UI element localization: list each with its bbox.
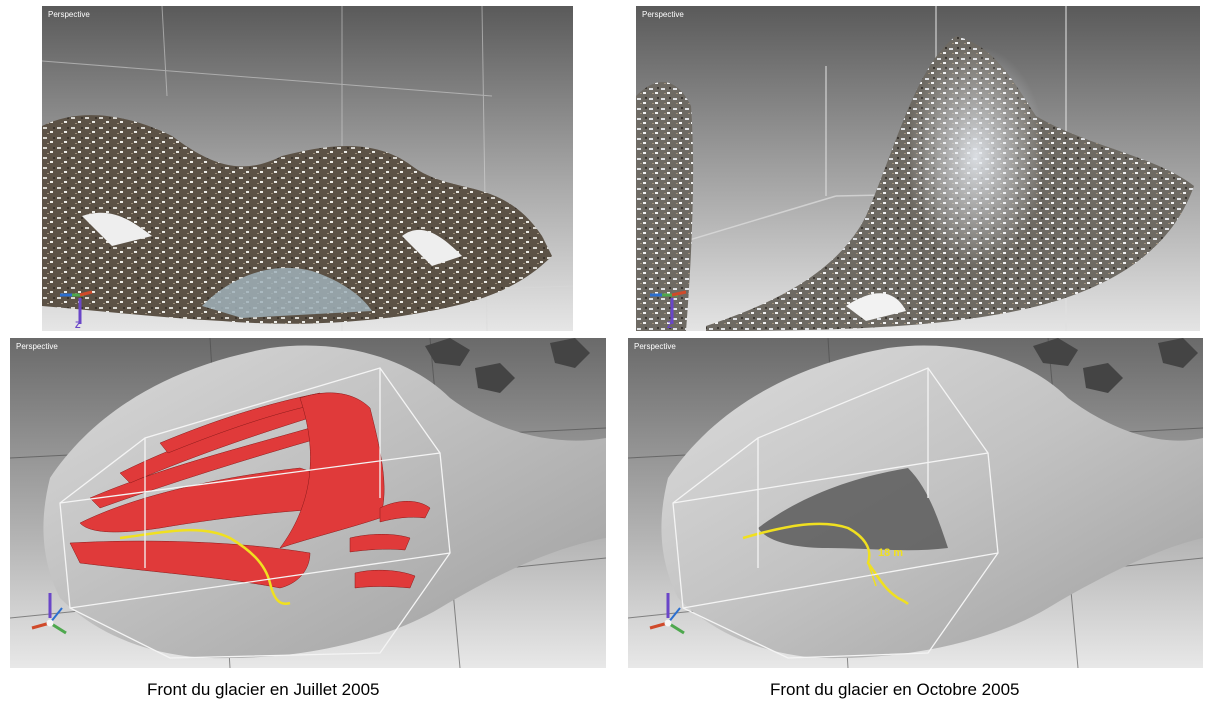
mesh-render	[10, 338, 606, 668]
axis-gizmo	[31, 593, 67, 635]
front-profile-line	[742, 522, 909, 605]
z-axis-label: Z	[75, 320, 81, 330]
point-cloud-left-flank	[636, 82, 694, 331]
mesh-holes	[1033, 338, 1198, 393]
viewport-top-right[interactable]: Perspective	[636, 6, 1200, 331]
glacier-cave	[202, 267, 372, 318]
glacier-mesh	[661, 345, 1203, 659]
axis-gizmo	[649, 593, 685, 635]
viewport-label: Perspective	[642, 10, 684, 19]
mesh-render: 18 m	[628, 338, 1203, 668]
axis-gizmo: Z	[60, 290, 93, 330]
bounding-box	[672, 367, 999, 659]
bounding-box	[59, 367, 451, 659]
viewport-label: Perspective	[16, 342, 58, 351]
viewport-top-left[interactable]: Perspective	[42, 6, 573, 331]
viewport-bottom-right[interactable]: Perspective	[628, 338, 1203, 668]
caption-october-2005: Front du glacier en Octobre 2005	[770, 680, 1020, 699]
collapsed-front	[758, 468, 948, 551]
mesh-holes	[425, 338, 590, 393]
point-cloud-surface	[42, 115, 552, 324]
point-cloud-render: Z	[42, 6, 573, 331]
axis-gizmo: Z	[650, 290, 687, 330]
measurement-label: 18 m	[878, 547, 903, 559]
viewport-label: Perspective	[48, 10, 90, 19]
front-profile-line	[119, 528, 291, 605]
z-axis-label: Z	[667, 320, 673, 330]
caption-july-2005: Front du glacier en Juillet 2005	[147, 680, 380, 699]
viewport-label: Perspective	[634, 342, 676, 351]
point-cloud-render: Z	[636, 6, 1200, 331]
viewport-bottom-left[interactable]: Perspective	[10, 338, 606, 668]
red-overlay	[69, 392, 431, 589]
